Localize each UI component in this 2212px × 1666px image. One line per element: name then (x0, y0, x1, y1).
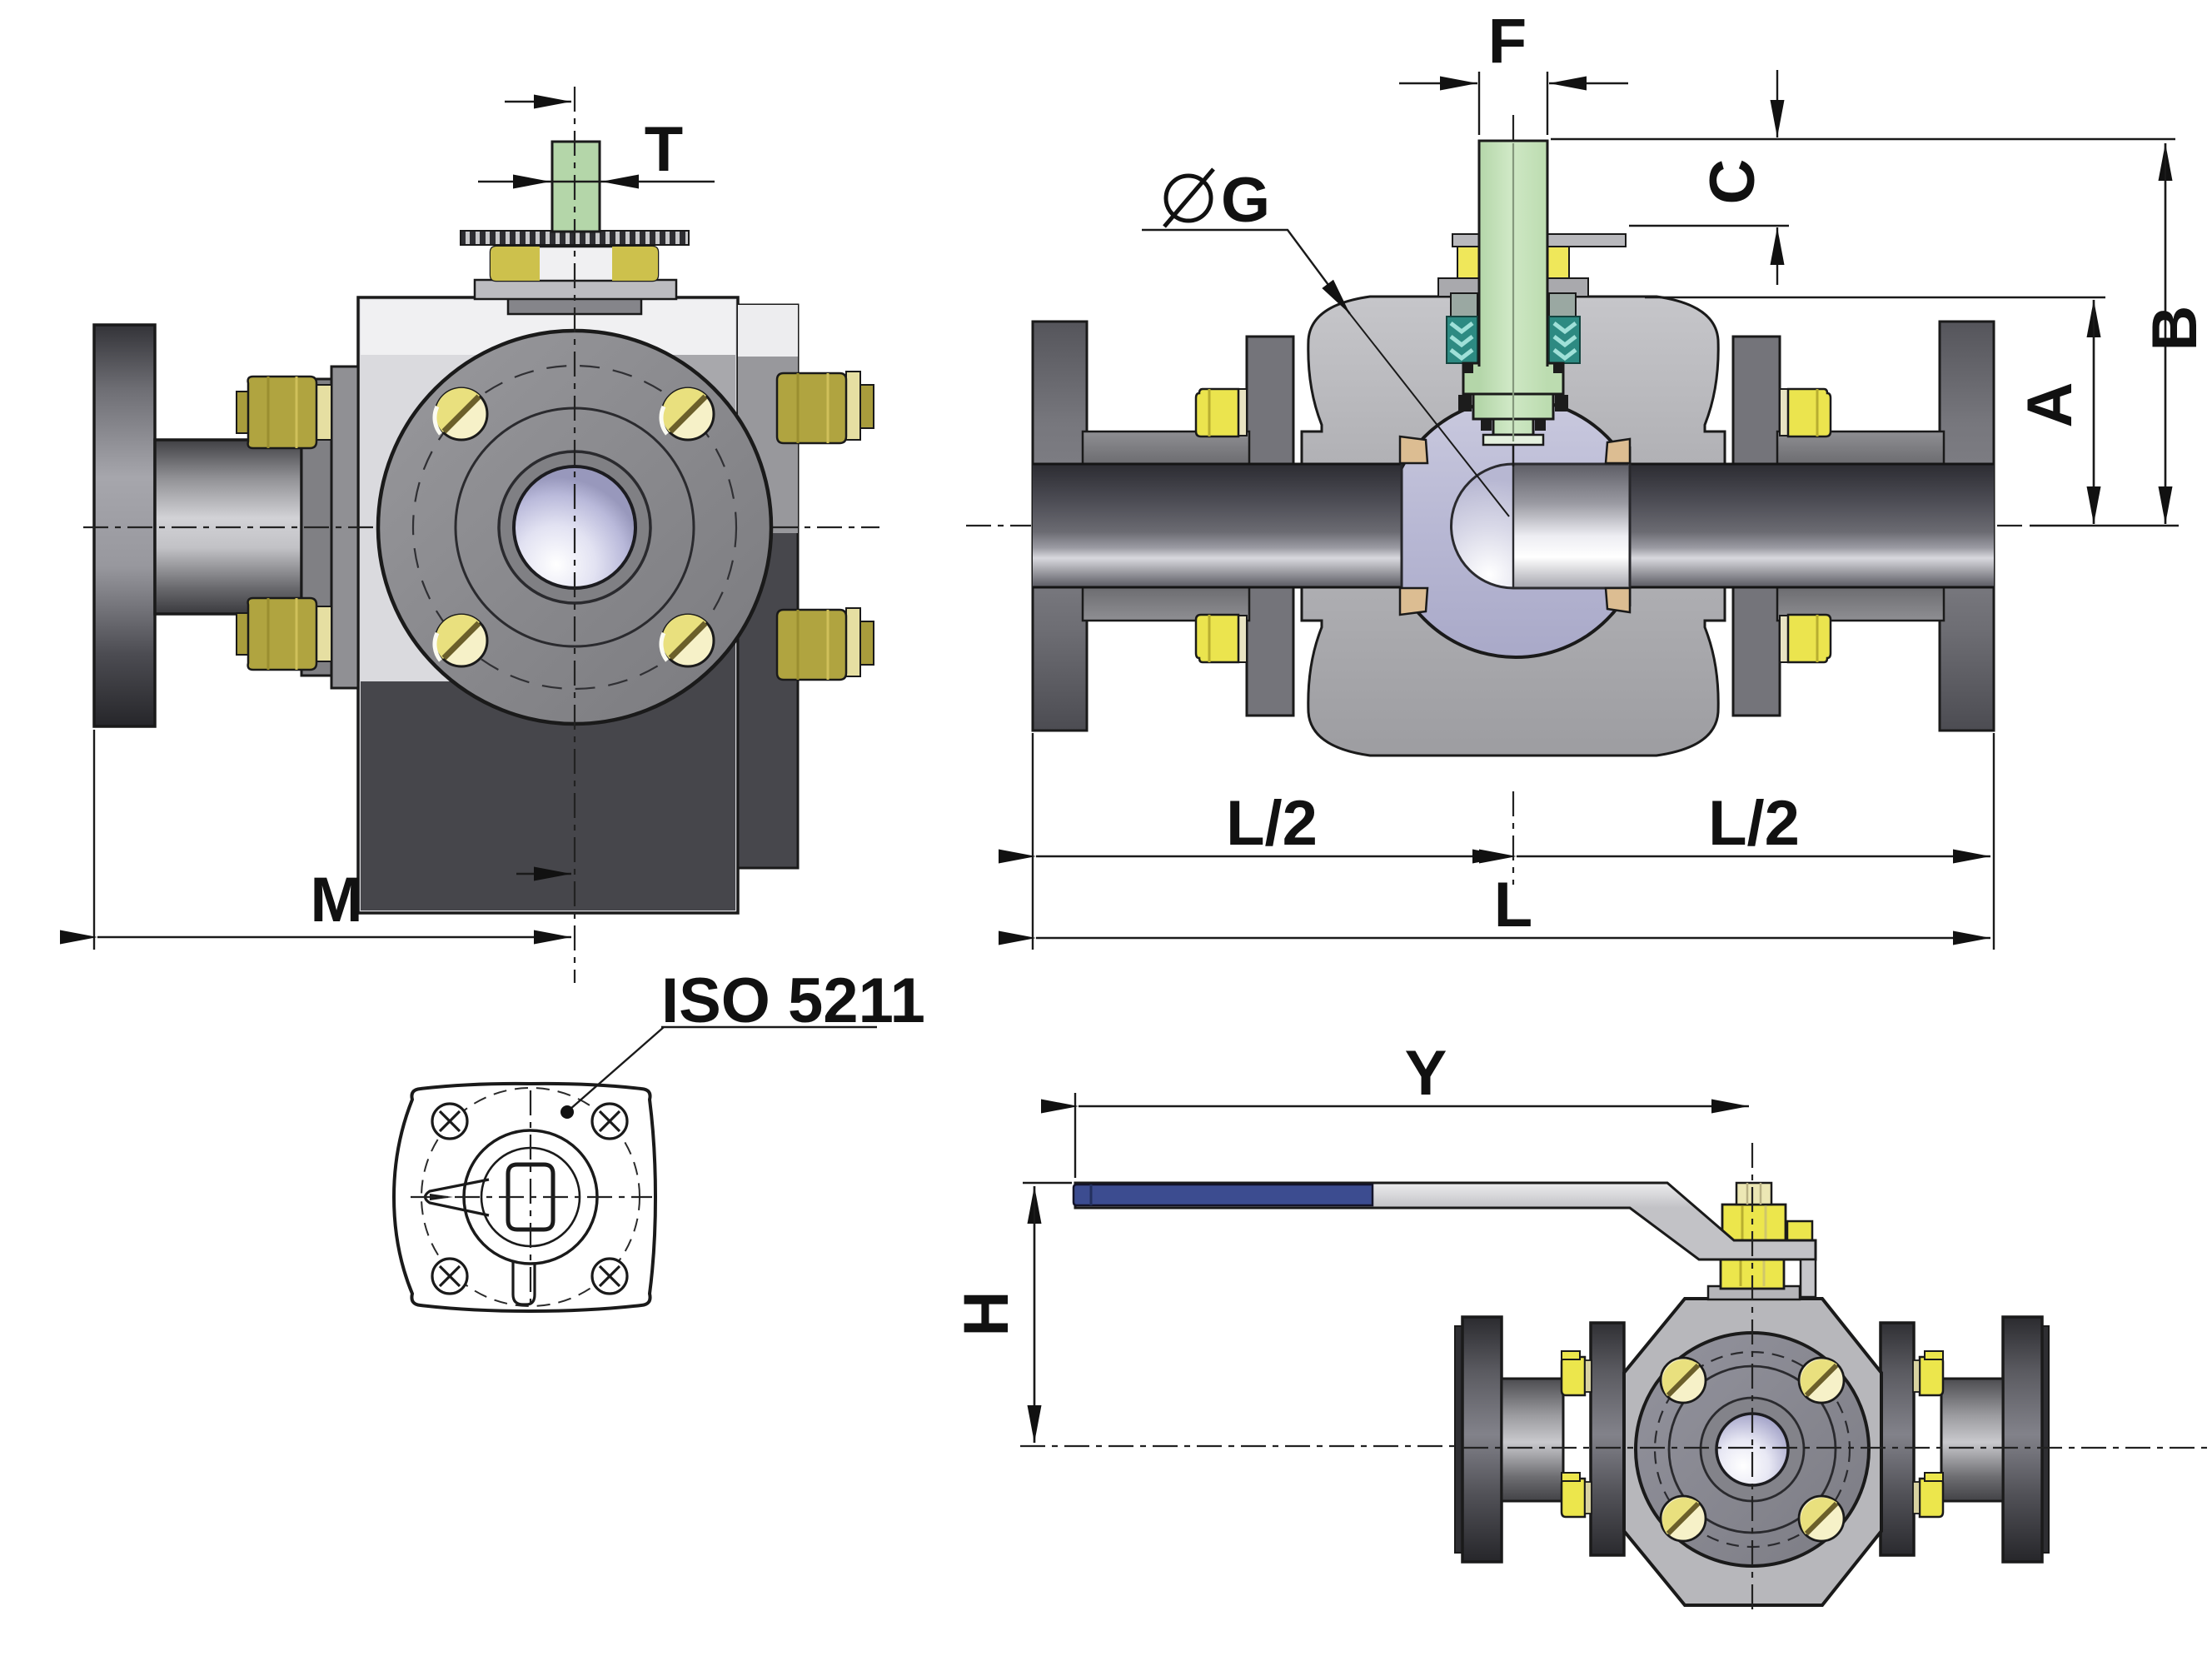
svg-text:F: F (1488, 6, 1527, 77)
svg-text:B: B (2140, 306, 2210, 352)
svg-text:Y: Y (1405, 1038, 1447, 1109)
svg-text:L/2: L/2 (1708, 788, 1800, 859)
svg-text:T: T (645, 114, 683, 185)
svg-text:L: L (1494, 870, 1532, 940)
svg-text:H: H (951, 1291, 1022, 1337)
svg-text:G: G (1221, 165, 1270, 236)
svg-text:L/2: L/2 (1226, 788, 1318, 859)
svg-text:ISO 5211: ISO 5211 (661, 965, 925, 1036)
svg-text:M: M (310, 865, 362, 935)
svg-text:A: A (2015, 382, 2085, 428)
svg-text:C: C (1697, 159, 1768, 205)
